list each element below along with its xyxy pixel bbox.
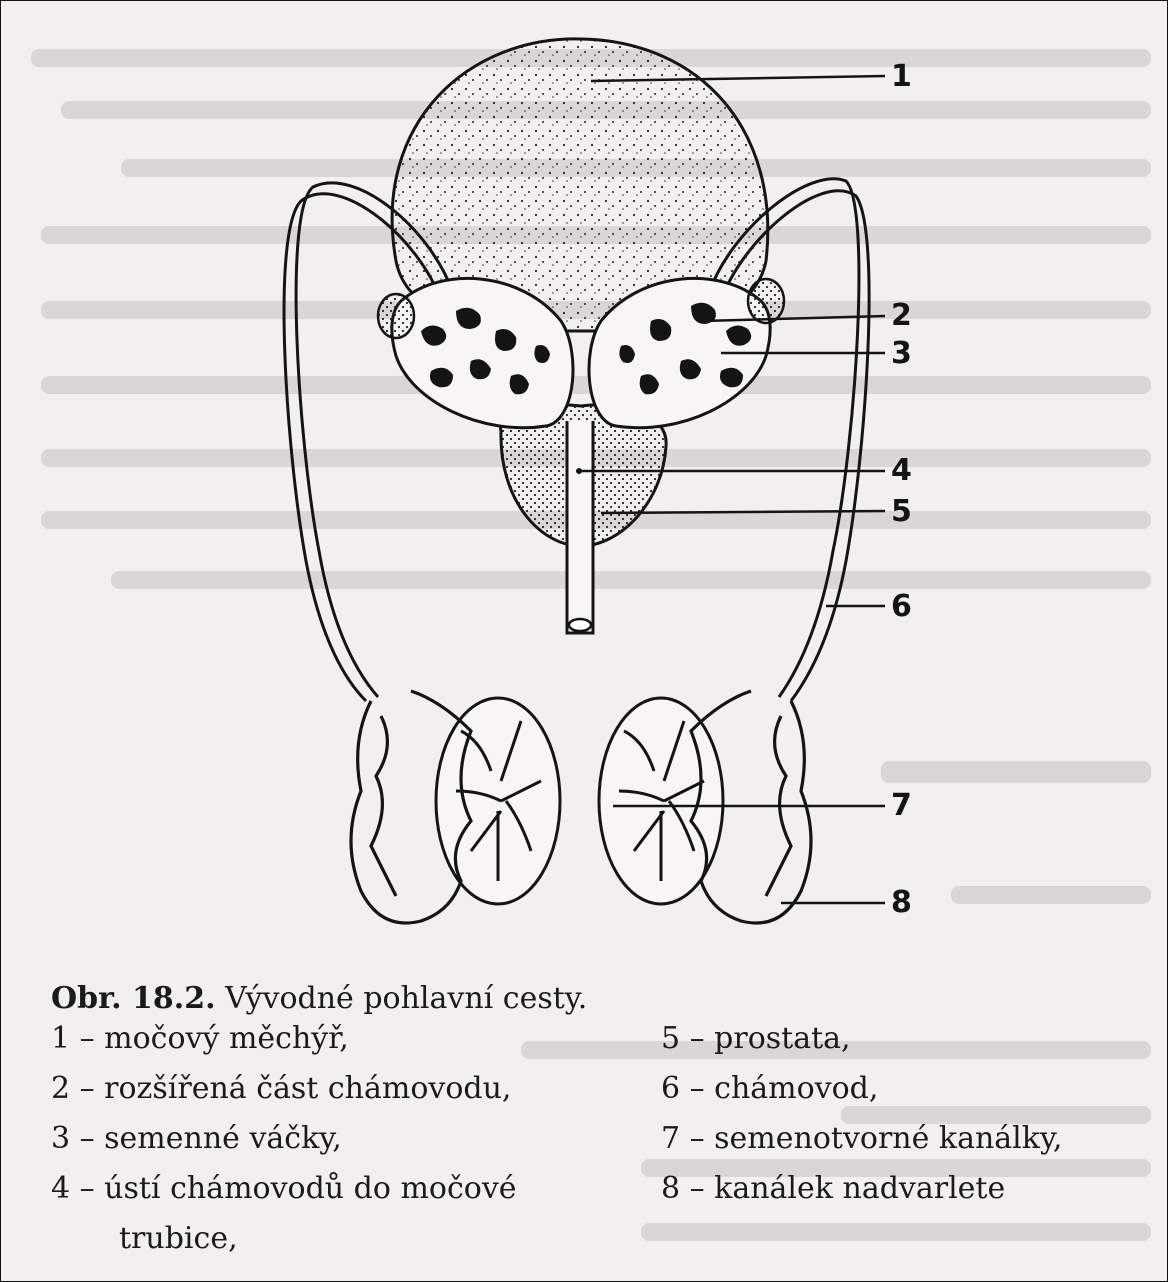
urethra (567, 421, 593, 633)
legend-item-1: 1 – močový měchýř, (51, 1019, 349, 1059)
callout-5: 5 (891, 494, 912, 529)
legend-item-8: 8 – kanálek nadvarlete (661, 1169, 1005, 1209)
caption-label: Obr. 18.2. (51, 981, 216, 1016)
legend-item-3: 3 – semenné váčky, (51, 1119, 342, 1159)
caption-title: Obr. 18.2. Vývodné pohlavní cesty. (51, 979, 1151, 1019)
legend-item-5: 5 – prostata, (661, 1019, 851, 1059)
callout-2: 2 (891, 298, 912, 333)
caption-legend: 1 – močový měchýř, 2 – rozšířená část ch… (51, 1019, 1151, 1269)
anatomy-illustration (1, 1, 1167, 971)
legend-item-4: 4 – ústí chámovodů do močové (51, 1169, 517, 1209)
caption-text: Vývodné pohlavní cesty. (216, 981, 588, 1016)
legend-item-7: 7 – semenotvorné kanálky, (661, 1119, 1062, 1159)
callout-7: 7 (891, 788, 912, 823)
callout-6: 6 (891, 589, 912, 624)
legend-item-2: 2 – rozšířená část chámovodu, (51, 1069, 511, 1109)
figure-caption: Obr. 18.2. Vývodné pohlavní cesty. (51, 979, 1151, 1019)
callout-1: 1 (891, 59, 912, 94)
callout-3: 3 (891, 336, 912, 371)
callout-8: 8 (891, 885, 912, 920)
legend-item-4-cont: trubice, (119, 1219, 238, 1259)
callout-4: 4 (891, 453, 912, 488)
legend-item-6: 6 – chámovod, (661, 1069, 878, 1109)
